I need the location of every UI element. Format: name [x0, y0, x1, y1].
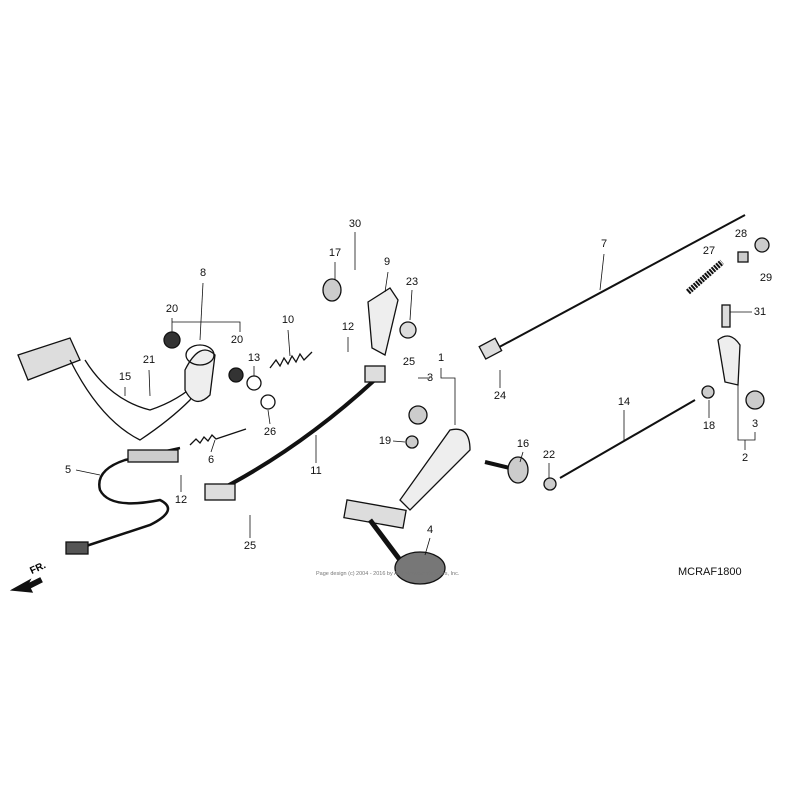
front-arrow-icon — [9, 577, 43, 593]
spring-10 — [269, 351, 313, 369]
callout: 6 — [207, 454, 215, 466]
callout: 20 — [165, 303, 179, 315]
brake-rod — [209, 373, 382, 497]
pivot-bolt-17 — [322, 278, 342, 302]
callout: 22 — [542, 449, 556, 461]
callout: 3 — [426, 372, 434, 384]
spring-27 — [686, 259, 724, 295]
diagram-code: MCRAF1800 — [678, 566, 742, 578]
callout: 16 — [516, 438, 530, 450]
seal-20a — [163, 331, 181, 349]
callout: 10 — [281, 314, 295, 326]
connector — [65, 541, 89, 555]
seal-20b — [228, 367, 244, 383]
nut-22 — [543, 477, 557, 491]
nut-29 — [754, 237, 770, 253]
callout: 24 — [493, 390, 507, 402]
shift-pedal — [343, 428, 471, 585]
callout: 21 — [142, 354, 156, 366]
callout: 4 — [426, 524, 434, 536]
washer-13 — [246, 375, 262, 391]
callout: 27 — [702, 245, 716, 257]
nut-18 — [701, 385, 715, 399]
callout: 8 — [199, 267, 207, 279]
callout: 12 — [174, 494, 188, 506]
joint-2 — [717, 335, 741, 386]
callout: 26 — [263, 426, 277, 438]
callout: 28 — [734, 228, 748, 240]
callout: 23 — [405, 276, 419, 288]
callout: 3 — [751, 418, 759, 430]
callout: 19 — [378, 435, 392, 447]
brake-switch-cable — [79, 446, 181, 550]
nut-28 — [737, 251, 749, 263]
plate-9 — [367, 287, 399, 356]
callout: 12 — [341, 321, 355, 333]
shift-rod-7 — [489, 214, 746, 353]
bolt-31 — [721, 304, 731, 328]
callout: 13 — [247, 352, 261, 364]
callout: 15 — [118, 371, 132, 383]
brake-switch — [127, 449, 179, 463]
washer-23 — [399, 321, 417, 339]
callout: 14 — [617, 396, 631, 408]
callout: 11 — [310, 465, 322, 477]
copyright: Page design (c) 2004 - 2016 by ARI Netwo… — [316, 571, 460, 577]
nut-19 — [405, 435, 419, 449]
callout: 25 — [402, 356, 416, 368]
callout: 1 — [437, 352, 445, 364]
shift-rod-14 — [559, 399, 696, 479]
callout: 30 — [348, 218, 362, 230]
callout: 2 — [741, 452, 749, 464]
callout: 29 — [759, 272, 773, 284]
callout: 9 — [383, 256, 391, 268]
callout: 18 — [702, 420, 716, 432]
spring-6 — [189, 428, 247, 446]
callout: 5 — [64, 464, 72, 476]
callout: 31 — [753, 306, 767, 318]
callout: 20 — [230, 334, 244, 346]
ball-3 — [745, 390, 765, 410]
brake-pedal — [17, 337, 216, 441]
ball-3b — [408, 405, 428, 425]
callout: 17 — [328, 247, 342, 259]
callout: 25 — [243, 540, 257, 552]
pivot-16 — [484, 460, 511, 470]
washer-26 — [260, 394, 276, 410]
callout: 7 — [600, 238, 608, 250]
